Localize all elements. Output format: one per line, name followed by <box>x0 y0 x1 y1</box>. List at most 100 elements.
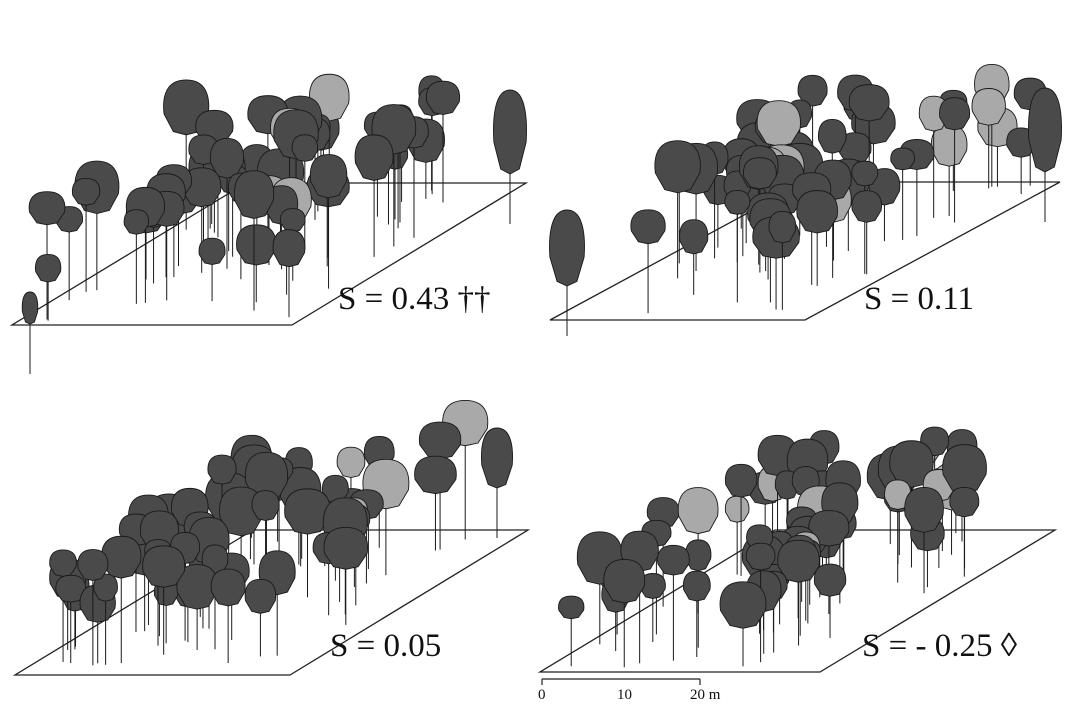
panel-top-left-index-label: S = 0.43 †† <box>338 281 491 317</box>
dark-tree-crown <box>280 208 306 233</box>
tree <box>949 487 980 577</box>
dark-tree-crown <box>493 89 527 175</box>
dark-tree-crown <box>284 488 331 535</box>
tree <box>930 124 968 217</box>
dark-tree-crown <box>654 140 701 194</box>
dark-tree-crown <box>851 190 882 223</box>
stand-panel-bottom-right <box>537 426 1058 673</box>
tree <box>719 581 767 667</box>
scale-tick-20m: 20 m <box>690 687 721 703</box>
scale-tick-10: 10 <box>617 687 632 703</box>
tree <box>768 210 797 310</box>
dark-tree-crown <box>813 563 847 597</box>
tree <box>142 545 186 655</box>
dark-tree-crown <box>244 578 277 614</box>
dark-tree-crown <box>724 463 758 498</box>
dark-tree-crown <box>630 209 666 245</box>
dark-tree-crown <box>743 157 777 190</box>
dark-tree-crown <box>603 558 646 604</box>
light-tree-crown <box>971 88 1006 126</box>
dark-tree-crown <box>418 421 462 460</box>
light-tree-crown <box>724 495 750 523</box>
dark-tree-crown <box>679 219 709 255</box>
light-tree-crown <box>677 487 719 535</box>
dark-tree-crown <box>123 209 150 235</box>
dark-tree-crown <box>549 209 585 287</box>
dark-tree-crown <box>71 178 101 206</box>
dark-tree-crown <box>796 190 838 234</box>
panel-top-right-index-label: S = 0.11 <box>864 281 974 317</box>
tree <box>971 88 1006 189</box>
tree <box>724 189 751 303</box>
light-tree-crown <box>930 124 968 167</box>
stand-panel-top-left <box>9 73 529 374</box>
dark-tree-crown <box>77 549 109 581</box>
tree <box>323 526 369 625</box>
tree <box>603 558 646 668</box>
dark-tree-crown <box>323 526 369 570</box>
tree <box>101 535 142 664</box>
stand-panel-bottom-left <box>12 400 531 676</box>
tree <box>198 237 226 302</box>
dark-tree-crown <box>797 74 828 107</box>
tree <box>55 206 84 301</box>
dark-tree-crown <box>49 549 77 577</box>
tree <box>724 495 750 575</box>
tree <box>682 570 711 658</box>
tree <box>123 209 150 304</box>
stand-panel-top-right <box>549 63 1062 336</box>
dark-tree-crown <box>768 210 797 244</box>
dark-tree-crown <box>685 539 712 572</box>
tree <box>813 563 847 638</box>
tree <box>1028 87 1062 222</box>
tree <box>724 463 758 576</box>
tree <box>236 224 277 303</box>
tree <box>777 539 820 646</box>
tree <box>796 190 838 286</box>
panel-bottom-left-index-label: S = 0.05 <box>330 628 442 664</box>
dark-tree-crown <box>851 160 879 187</box>
tree <box>481 427 513 538</box>
dark-tree-crown <box>719 581 767 629</box>
tree <box>77 549 109 666</box>
tree <box>657 544 690 661</box>
dark-tree-crown <box>939 97 971 131</box>
scale-bar <box>541 678 701 685</box>
dark-tree-crown <box>414 455 457 495</box>
dark-tree-crown <box>251 490 280 522</box>
dark-tree-crown <box>28 191 66 226</box>
dark-tree-crown <box>207 454 237 485</box>
dark-tree-crown <box>354 134 394 181</box>
dark-tree-crown <box>34 253 62 283</box>
tree <box>284 488 331 598</box>
tree <box>884 479 912 583</box>
tree <box>125 186 165 303</box>
dark-tree-crown <box>848 84 890 122</box>
tree <box>71 178 101 292</box>
dark-tree-crown <box>101 535 142 579</box>
tree <box>210 138 244 269</box>
dark-tree-crown <box>724 189 751 215</box>
tree <box>493 89 527 224</box>
dark-tree-crown <box>291 134 318 162</box>
tree <box>21 291 39 374</box>
tree <box>309 154 348 289</box>
dark-tree-crown <box>272 229 306 268</box>
dark-tree-crown <box>657 544 690 576</box>
tree <box>890 147 915 240</box>
dark-tree-crown <box>889 440 934 488</box>
tree <box>176 564 218 650</box>
dark-tree-crown <box>210 568 246 607</box>
dark-tree-crown <box>890 147 915 171</box>
light-tree-crown <box>884 479 912 510</box>
dark-tree-crown <box>21 291 39 325</box>
tree <box>939 97 971 223</box>
tree <box>244 578 277 657</box>
dark-tree-crown <box>55 574 87 603</box>
dark-tree-crown <box>942 444 987 494</box>
dark-tree-crown <box>309 154 348 199</box>
tree <box>272 229 306 318</box>
tree <box>414 455 457 551</box>
